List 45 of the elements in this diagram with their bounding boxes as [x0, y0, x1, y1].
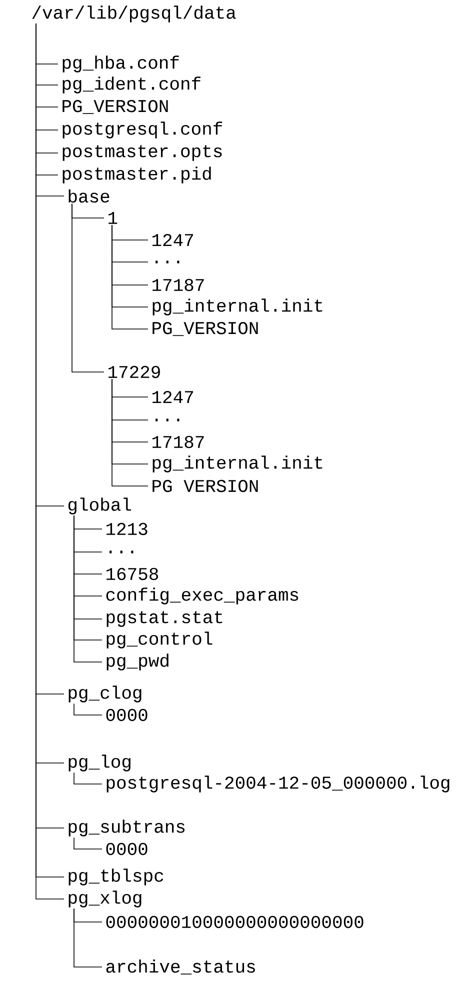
file-name: postmaster.pid: [62, 166, 211, 184]
file-name: postgresql-2004-12-05_000000.log: [106, 776, 450, 792]
tree-connector: [74, 908, 102, 968]
file-name: archive_status: [106, 960, 255, 974]
file-name: 17187: [152, 278, 204, 292]
file-name: pg_control: [106, 632, 212, 648]
file-name: pg_ident.conf: [62, 76, 200, 94]
file-name: 0000: [106, 708, 148, 722]
file-name: PG_VERSION: [152, 322, 258, 336]
tree-connector: [72, 203, 104, 372]
file-name: ...: [156, 418, 180, 422]
directory-name: 17229: [108, 366, 160, 378]
file-name: 1247: [152, 390, 193, 403]
directory-name: pg_xlog: [68, 890, 142, 908]
file-name: PG_VERSION: [62, 100, 168, 114]
tree-connector: [74, 837, 102, 850]
directory-name: base: [68, 189, 110, 203]
file-name: 16758: [106, 568, 158, 580]
file-name: 000000010000000000000000: [106, 916, 364, 928]
directory-name: global: [68, 498, 132, 514]
tree-connector: [112, 224, 148, 330]
file-name: pgstat.stat: [106, 611, 222, 627]
directory-name: pg_log: [68, 754, 130, 772]
file-name: 1247: [152, 234, 193, 246]
tree-connector: [74, 703, 102, 716]
file-name: postmaster.opts: [62, 145, 222, 161]
file-name: pg_internal.init: [152, 456, 322, 472]
file-name: config_exec_params: [106, 588, 298, 604]
file-name: pg_internal.init: [152, 298, 322, 316]
tree-connector: [112, 378, 148, 486]
file-name: pg_pwd: [106, 654, 168, 670]
directory-name: pg_clog: [68, 686, 142, 702]
tree-connector: [74, 772, 102, 784]
directory-name: 1: [108, 212, 118, 224]
file-name: ...: [110, 550, 134, 554]
file-name: postgresql.conf: [62, 122, 222, 138]
file-name: PG VERSION: [152, 480, 258, 492]
directory-name: pg_subtrans: [68, 820, 185, 836]
file-name: 1213: [106, 522, 148, 536]
file-name: ...: [156, 260, 180, 264]
file-name: 17187: [152, 436, 204, 448]
file-name: 0000: [106, 842, 148, 856]
file-name: pg_tblspc: [68, 868, 164, 886]
directory-name: /var/lib/pgsql/data: [32, 6, 236, 22]
file-name: pg_hba.conf: [62, 56, 179, 72]
